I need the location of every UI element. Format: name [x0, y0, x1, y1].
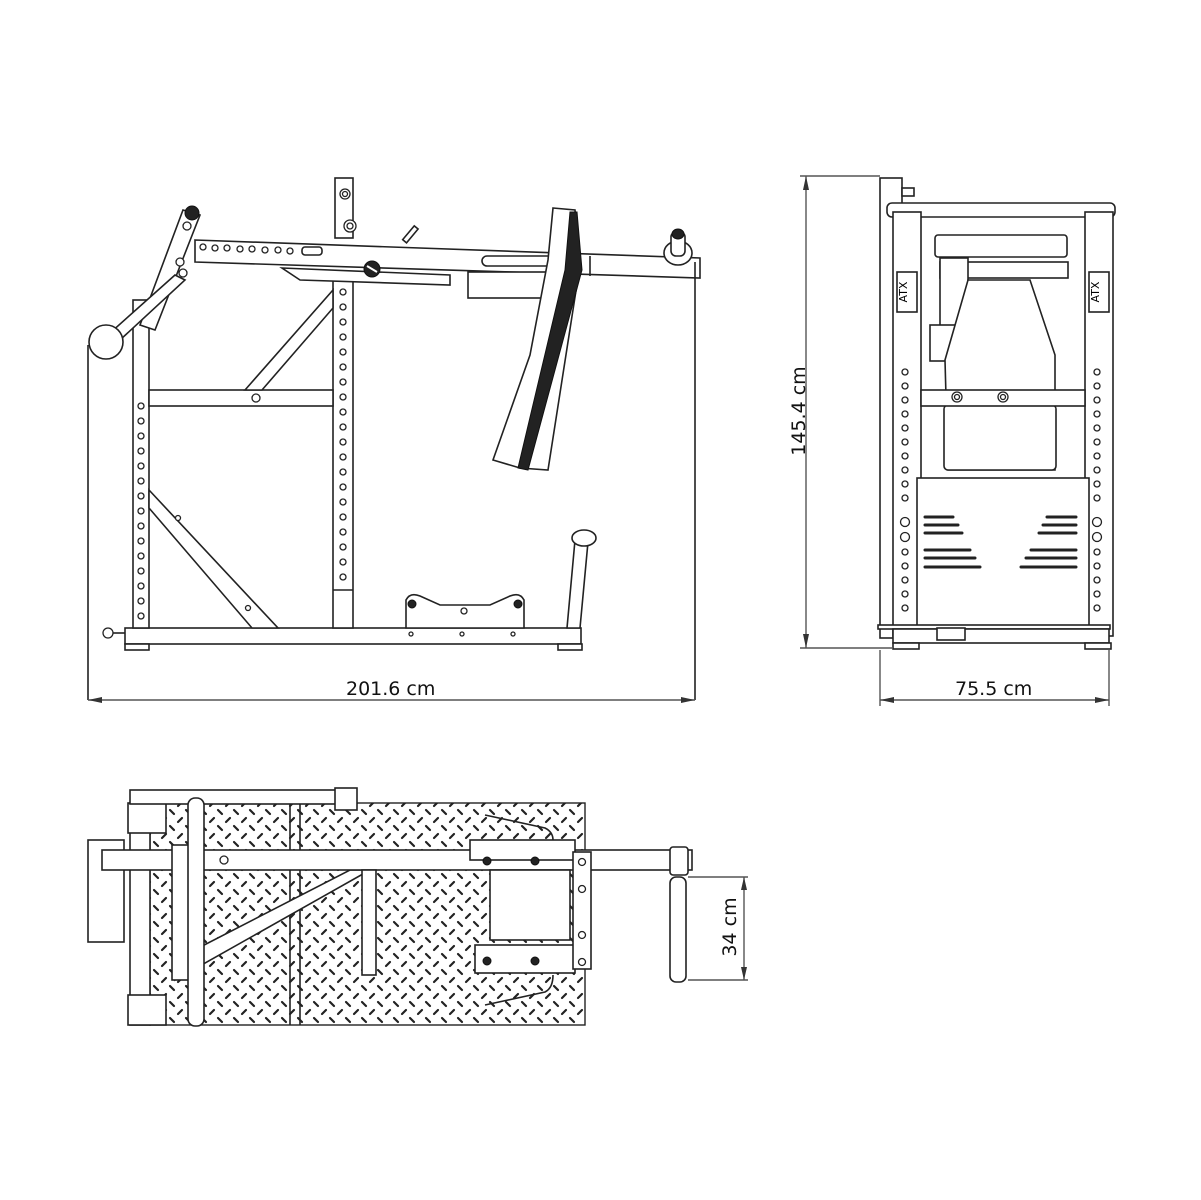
rear-upright-holes — [137, 402, 145, 620]
side-handle — [669, 876, 687, 983]
handle-offset-dimension-label: 34 cm — [719, 897, 741, 957]
atx-logo-left: ATX — [897, 281, 910, 302]
top-view — [87, 787, 693, 1027]
width-dimension-label: 75.5 cm — [955, 678, 1033, 700]
mid-upright-holes — [339, 288, 347, 581]
side-view — [87, 177, 701, 700]
dimension-lines — [88, 175, 1110, 981]
length-dimension-label: 201.6 cm — [346, 678, 436, 700]
arm-holes — [199, 243, 323, 256]
vent-slots — [923, 515, 1078, 569]
front-upright-holes — [899, 368, 1103, 612]
height-dimension-label: 145.4 cm — [788, 366, 810, 456]
atx-logo-right: ATX — [1089, 281, 1102, 302]
counterweight — [88, 324, 124, 360]
front-view: ATX ATX — [877, 177, 1116, 650]
